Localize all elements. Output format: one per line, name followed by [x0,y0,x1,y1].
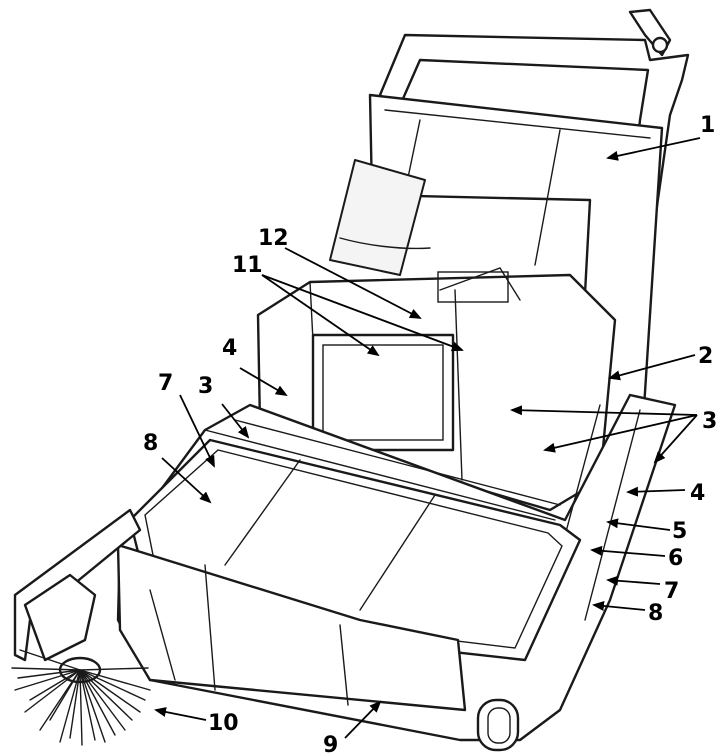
front-tray [116,438,582,712]
callout-6: 6 [668,546,683,571]
callout-5: 5 [672,519,687,544]
callout-9: 9 [323,733,338,756]
callout-2: 2 [698,344,713,369]
callout-labels: 1 2 3 3 4 4 5 6 7 7 8 8 9 10 11 12 [143,113,717,756]
nameplate [437,271,509,303]
inspection-window [311,333,455,452]
callout-4-housing: 4 [222,336,237,361]
callout-8-side: 8 [648,601,663,626]
callout-11: 11 [232,253,263,278]
broom-motor [23,573,97,662]
callout-4-frame: 4 [690,481,705,506]
callout-12: 12 [258,226,289,251]
hopper-flap [329,159,426,276]
rear-wheel [476,698,520,752]
side-broom [11,508,151,746]
callout-3-front: 3 [198,374,213,399]
callout-7-side: 7 [664,579,679,604]
callout-8-front: 8 [143,431,158,456]
broom-bristles [11,649,151,746]
handle-pivot [651,36,669,54]
callout-10: 10 [208,711,239,736]
leader-lines [154,137,701,739]
callout-3-side: 3 [702,409,717,434]
callout-7-front: 7 [158,371,173,396]
callout-1: 1 [700,113,715,138]
